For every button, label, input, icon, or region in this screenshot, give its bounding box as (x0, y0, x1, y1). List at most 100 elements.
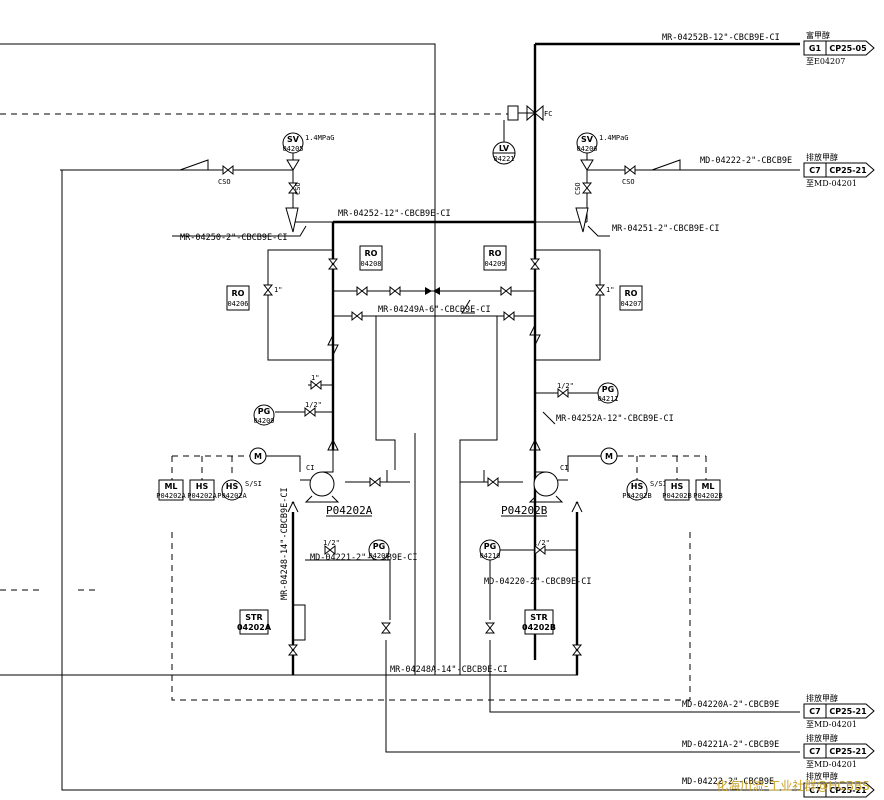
offpage-g1: 富甲醇 G1 CP25-05 至E04207 (803, 30, 875, 66)
svg-text:1/2": 1/2" (305, 401, 322, 409)
svg-text:04207: 04207 (620, 300, 641, 308)
strainer-04202a: STR 04202A (237, 609, 272, 635)
svg-text:1.4MPaG: 1.4MPaG (305, 134, 335, 142)
fc-label: FC (544, 110, 552, 118)
pump-p04202b: CI P04202B (501, 438, 568, 517)
drain-out1-line (489, 640, 800, 713)
svg-text:HS: HS (631, 482, 644, 491)
svg-text:RO: RO (365, 249, 378, 258)
ro-04208: RO 04208 (359, 245, 383, 271)
pg-04208: PG 04208 (368, 539, 390, 561)
svg-text:1": 1" (311, 374, 319, 382)
svg-text:CP25-21: CP25-21 (829, 707, 867, 716)
svg-text:至E04207: 至E04207 (806, 57, 845, 66)
ro-04206: RO 04206 (226, 285, 250, 311)
motor-b-signals (617, 455, 707, 484)
svg-text:至MD-04201: 至MD-04201 (806, 760, 857, 769)
svg-text:P04202A: P04202A (156, 492, 186, 500)
suction-a-arrow (287, 500, 299, 513)
svg-text:P04202B: P04202B (693, 492, 723, 500)
pump-a-label: P04202A (326, 504, 373, 517)
left-feed-line (0, 43, 436, 675)
pg-04211: PG 04211 (597, 382, 619, 404)
svg-text:1/2": 1/2" (557, 382, 574, 390)
hs-p04202b-1: HS P04202B (662, 479, 692, 501)
suction-b-arrow (571, 500, 583, 513)
line-label-minflow: MR-04249A-6"-CBCB9E-CI (378, 305, 491, 315)
line-label-suction-header: MR-04248A-14"-CBCB9E-CI (390, 665, 508, 675)
flow-arrow-2 (433, 287, 440, 295)
svg-text:04208: 04208 (360, 260, 381, 268)
svg-text:04206: 04206 (576, 145, 597, 153)
str-a-bypass (293, 604, 306, 641)
pump-p04202a: CI P04202A (300, 438, 373, 517)
leader-rv-left (172, 225, 307, 237)
svg-text:排放甲醇: 排放甲醇 (806, 152, 838, 162)
bypass-loop-a (267, 249, 333, 361)
svg-text:04209: 04209 (253, 417, 274, 425)
svg-text:PG: PG (484, 542, 496, 551)
lv-num: 04221 (493, 155, 514, 163)
svg-text:PG: PG (373, 542, 385, 551)
svg-text:PG: PG (258, 407, 270, 416)
line-label-out3: MD-04222-2"-CBCB9E (682, 777, 774, 787)
line-label-top-out: MR-04252B-12"-CBCB9E-CI (662, 33, 780, 43)
svg-text:RO: RO (625, 289, 638, 298)
pg-04209: PG 04209 (253, 404, 275, 426)
offpage-c7-4: 排放甲醇 C7 CP25-21 (803, 771, 875, 798)
offpage-c7-2: 排放甲醇 C7 CP25-21 至MD-04201 (803, 693, 875, 729)
svg-text:CSO: CSO (218, 178, 231, 186)
svg-text:P04202B: P04202B (662, 492, 692, 500)
svg-text:排放甲醇: 排放甲醇 (806, 693, 838, 703)
svg-text:P04202A: P04202A (187, 492, 217, 500)
line-label-disch-b: MR-04252A-12"-CBCB9E-CI (556, 414, 674, 424)
svg-text:排放甲醇: 排放甲醇 (806, 771, 838, 781)
svg-text:CP25-21: CP25-21 (829, 166, 867, 175)
svg-text:04202A: 04202A (237, 623, 272, 632)
svg-text:S/SI: S/SI (650, 480, 667, 488)
svg-text:1": 1" (274, 286, 282, 294)
motor-a: M (249, 447, 301, 472)
bypass-loop-b (535, 249, 601, 361)
leader-minflow (461, 299, 475, 314)
svg-text:CSO: CSO (294, 182, 302, 195)
svg-text:1/2": 1/2" (533, 539, 550, 547)
svg-text:04211: 04211 (597, 395, 618, 403)
svg-text:C7: C7 (809, 707, 820, 716)
pump-b-label: P04202B (501, 504, 548, 517)
line-label-drain-b: MD-04220-2"-CBCB9E-CI (484, 577, 591, 587)
svg-text:至MD-04201: 至MD-04201 (806, 720, 857, 729)
svg-text:04210: 04210 (479, 552, 500, 560)
svg-text:PG: PG (602, 385, 614, 394)
svg-text:04202B: 04202B (522, 623, 556, 632)
line-label-out1: MD-04220A-2"-CBCB9E (682, 700, 779, 710)
svg-text:CSO: CSO (574, 182, 582, 195)
leader-rv-right (587, 225, 610, 237)
svg-text:CP25-05: CP25-05 (829, 44, 867, 53)
line-label-header: MR-04252-12"-CBCB9E-CI (338, 209, 451, 219)
svg-text:04208: 04208 (368, 552, 389, 560)
strainer-04202b: STR 04202B (522, 609, 556, 635)
check-a (327, 334, 339, 356)
signal-a-bottom (171, 532, 690, 701)
svg-text:1/2": 1/2" (323, 539, 340, 547)
ro-04207: RO 04207 (619, 285, 643, 311)
svg-text:M: M (605, 452, 613, 461)
svg-text:M: M (254, 452, 262, 461)
safety-valve-b: SV 04206 1.4MPaG CSO CSO (535, 132, 800, 233)
line-label-out2: MD-04221A-2"-CBCB9E (682, 740, 779, 750)
svg-text:CI: CI (560, 464, 568, 472)
svg-text:P04202A: P04202A (217, 492, 247, 500)
ro-04209: RO 04209 (483, 245, 507, 271)
svg-text:至MD-04201: 至MD-04201 (806, 179, 857, 188)
offpage-c7-3: 排放甲醇 C7 CP25-21 至MD-04201 (803, 733, 875, 769)
svg-text:C7: C7 (809, 747, 820, 756)
svg-text:SV: SV (581, 135, 594, 144)
safety-valve-a: SV 04205 1.4MPaG CSO CSO (60, 132, 335, 233)
level-control-valve: LV 04221 FC (492, 104, 552, 165)
svg-text:SV: SV (287, 135, 300, 144)
ml-p04202b: ML P04202B (693, 479, 723, 501)
svg-text:1": 1" (606, 286, 614, 294)
motor-b: M (567, 447, 618, 472)
